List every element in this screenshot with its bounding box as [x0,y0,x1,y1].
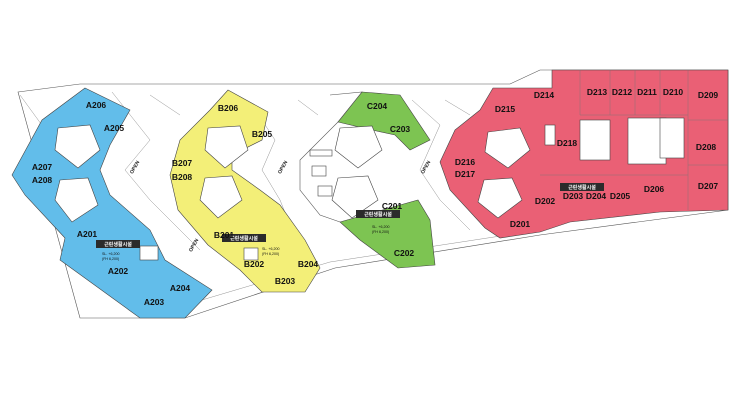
unit-label: A205 [104,123,125,133]
unit-label: A203 [144,297,165,307]
zone-d-unit-grid [540,70,728,210]
unit-label: D206 [644,184,665,194]
zone-d-facility-label: 근린생활시설 [568,184,596,191]
unit-label: D215 [495,104,516,114]
unit-label: D216 [455,157,476,167]
unit-label: D205 [610,191,631,201]
zone-d: 근린생활시설 D214 D213 D212 D211 D210 D209 D21… [439,69,729,239]
open-label: OPEN [277,160,289,176]
unit-label: D218 [557,138,578,148]
unit-label: A201 [77,229,98,239]
zone-a-facility-label-box [96,240,140,248]
zone-a-level: SL. +6,200 [102,252,120,256]
zone-a-facility-label: 근린생활시설 [104,241,132,248]
zone-c-upper-area [337,91,431,151]
unit-label: D212 [612,87,633,97]
unit-label: A204 [170,283,191,293]
unit-label: D203 [563,191,584,201]
unit-label: B202 [244,259,265,269]
unit-label: A207 [32,162,53,172]
unit-label: D213 [587,87,608,97]
zone-a: 근린생활시설 SL. +6,200 (FH 6,200) A206 A205 A… [11,87,213,319]
open-label: OPEN [420,160,432,176]
zone-b-level: SL. +6,200 [262,247,280,251]
unit-label: D217 [455,169,476,179]
unit-label: A208 [32,175,53,185]
unit-label: B204 [298,259,319,269]
zone-b: 근린생활시설 SL. +6,200 (FH 6,200) B206 B205 B… [169,89,321,293]
open-label: OPEN [129,160,141,176]
unit-label: B205 [252,129,273,139]
unit-label: B201 [214,230,235,240]
unit-label: C202 [394,248,415,258]
zone-b-facility-label: 근린생활시설 [230,235,258,242]
unit-label: A206 [86,100,107,110]
unit-label: D211 [637,87,657,97]
unit-label: D201 [510,219,531,229]
unit-label: D207 [698,181,719,191]
unit-label: B207 [172,158,193,168]
zone-c-facility-label: 근린생활시설 [364,211,392,218]
zone-b-facility-label-box [222,234,266,242]
zone-c-level-2: (FH 6,200) [372,230,389,234]
unit-label: D214 [534,90,555,100]
zone-c: 근린생활시설 SL. +6,200 (FH 6,200) C204 C203 C… [299,91,436,269]
unit-label: D208 [696,142,717,152]
zone-b-level-2: (FH 6,200) [262,252,279,256]
unit-label: D210 [663,87,684,97]
unit-label: B206 [218,103,239,113]
zone-d-facility-label-box [560,183,604,191]
unit-label: C201 [382,201,403,211]
unit-label: B208 [172,172,193,182]
unit-label: D204 [586,191,607,201]
unit-label: B203 [275,276,296,286]
unit-label: D209 [698,90,719,100]
unit-label: D202 [535,196,556,206]
zone-a-level-2: (FH 6,200) [102,257,119,261]
zone-c-level: SL. +6,200 [372,225,390,229]
zone-c-facility-label-box [356,210,400,218]
unit-label: A202 [108,266,129,276]
unit-label: C203 [390,124,411,134]
unit-label: C204 [367,101,388,111]
